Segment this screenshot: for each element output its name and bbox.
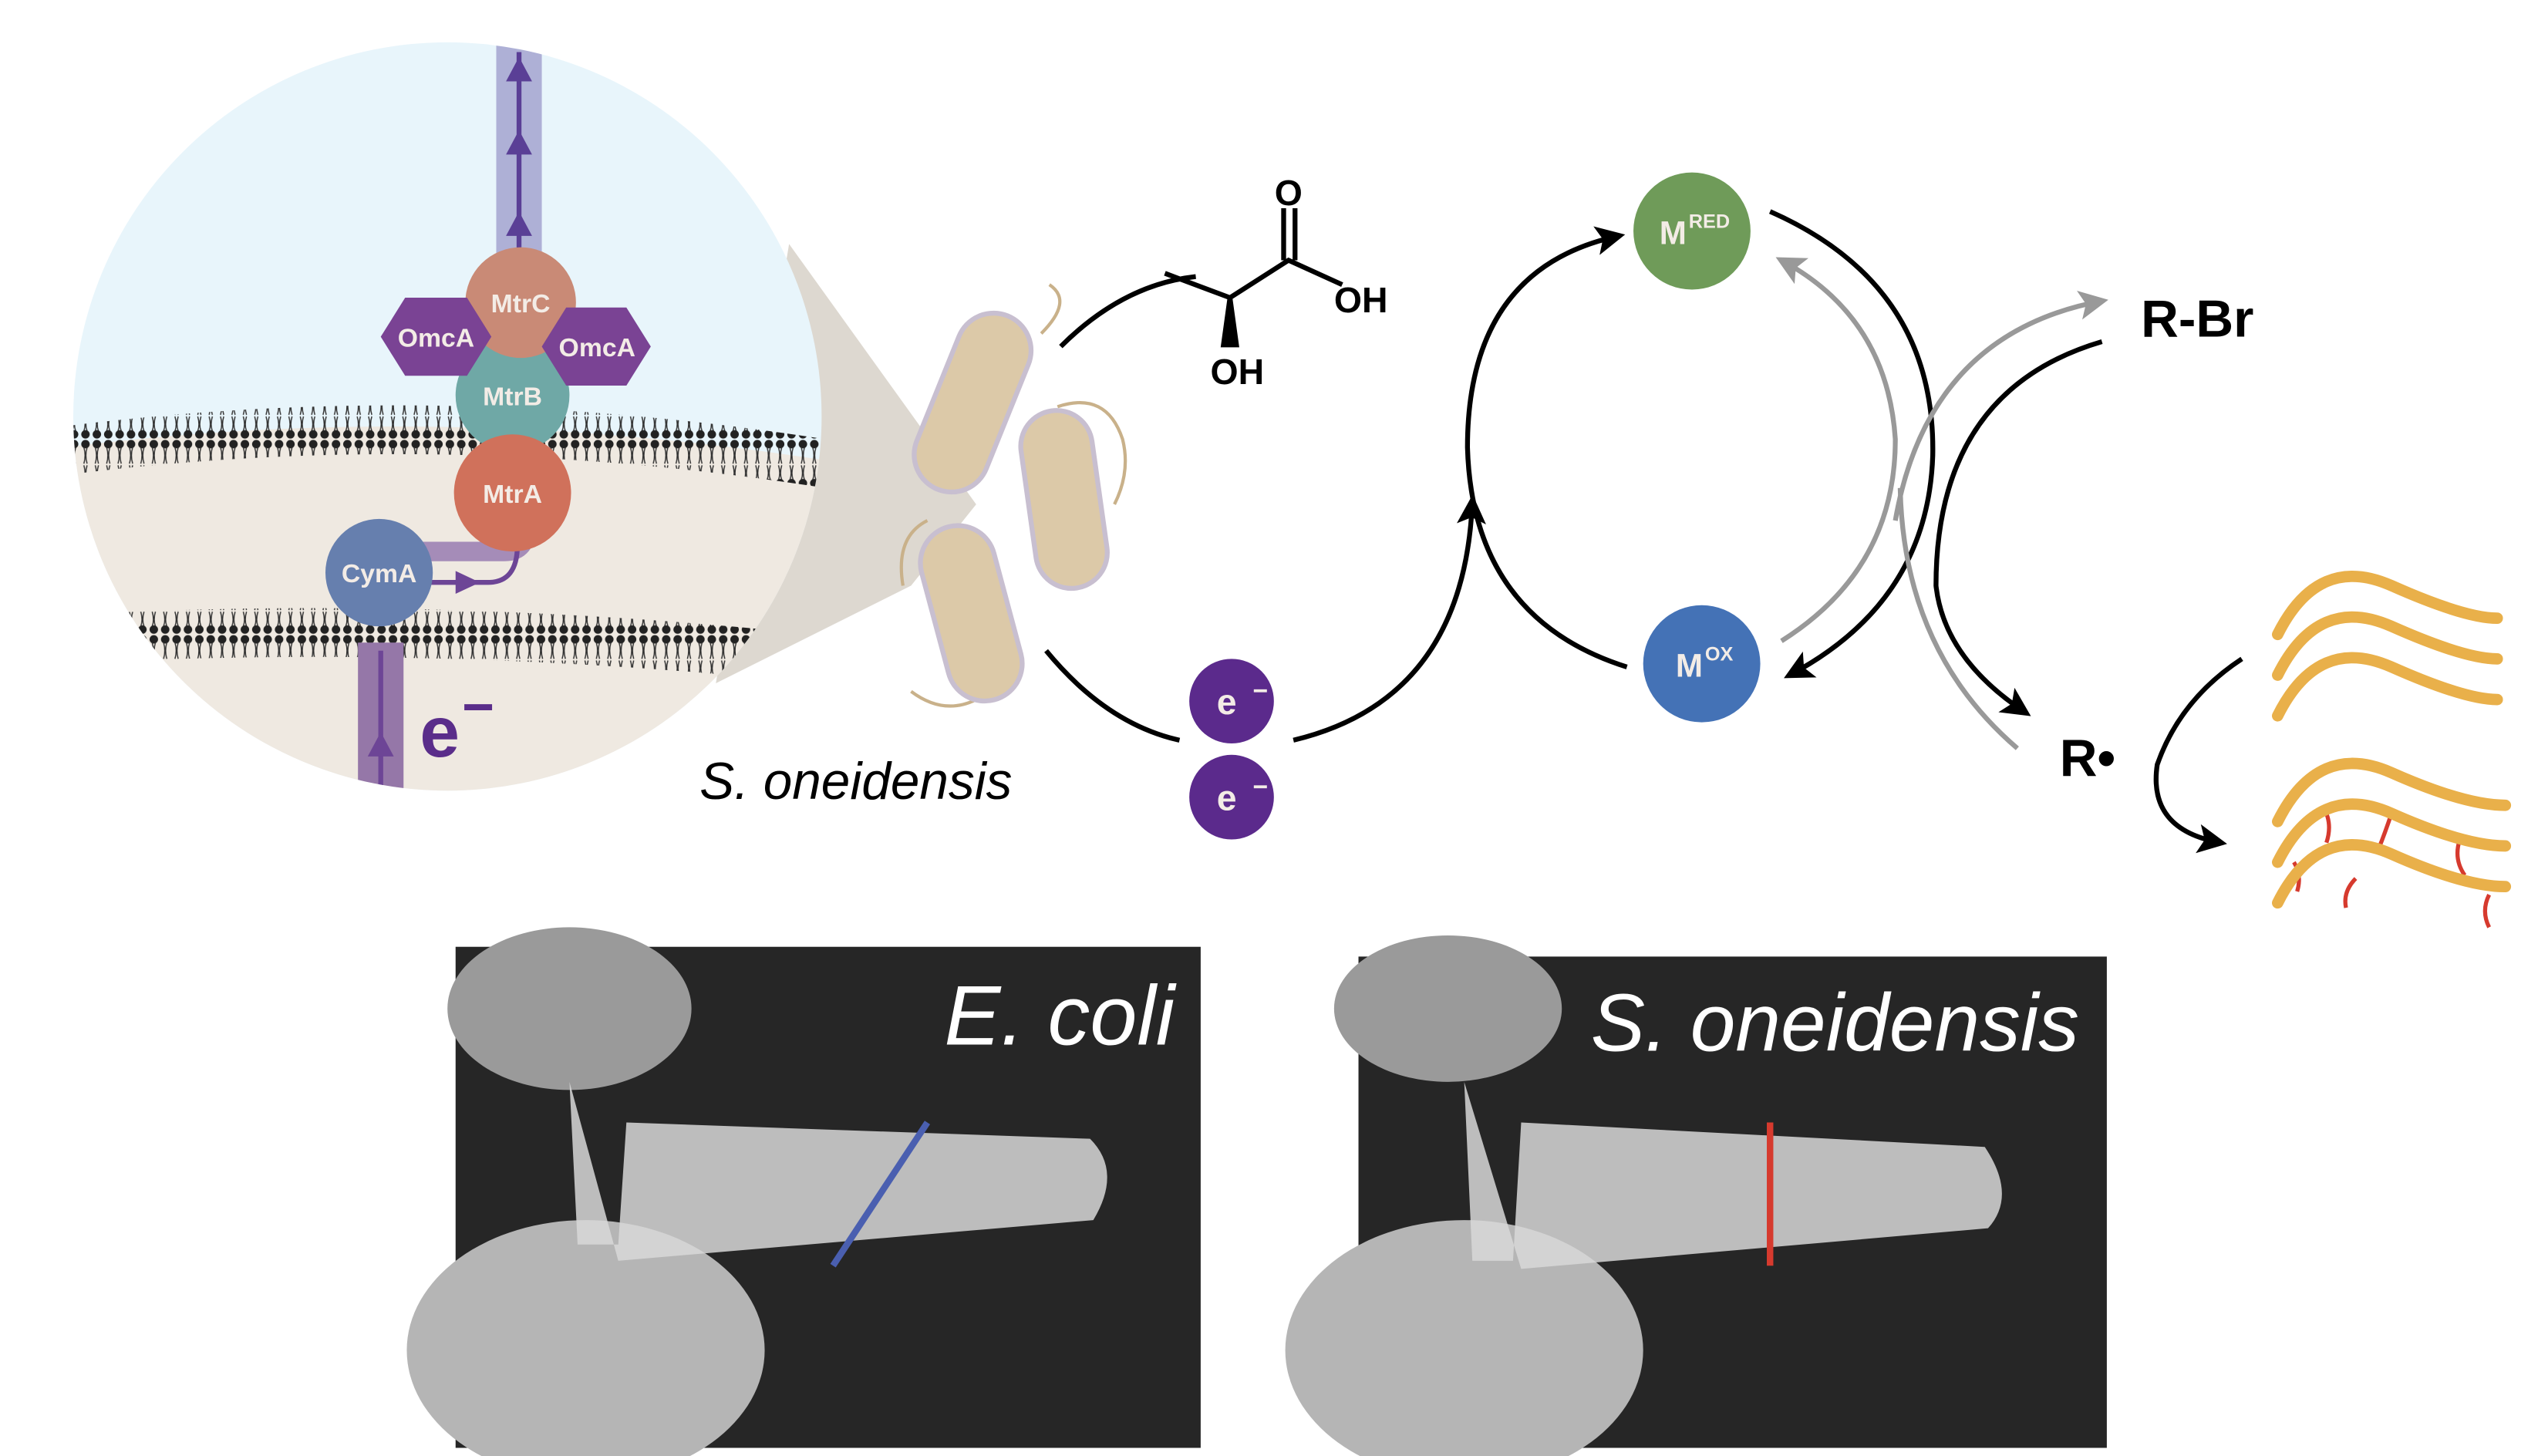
- photo-s-oneidensis: S. oneidensis: [1285, 935, 2107, 1456]
- photo-e-coli: E. coli: [406, 927, 1201, 1456]
- mtra-protein: [453, 434, 571, 552]
- rbr-label: R-Br: [2141, 291, 2253, 349]
- outer-membrane: [73, 405, 822, 492]
- inner-membrane: [73, 608, 822, 687]
- mtra-label: MtrA: [483, 480, 542, 509]
- rbr-regeneration-arrow: [1893, 291, 2108, 521]
- electron-label: e: [1217, 778, 1237, 818]
- electron-label: e: [1217, 682, 1237, 722]
- omca-right-protein: [541, 307, 651, 386]
- electron-label: e: [420, 692, 460, 772]
- lactate-structure: [1164, 208, 1343, 348]
- electron-icon: [1189, 659, 1274, 744]
- omca-left-label: OmcA: [398, 323, 474, 352]
- radical-return-arc: [1897, 487, 2019, 750]
- omca-left-protein: [380, 298, 492, 376]
- electron-release-arc: [1044, 649, 1181, 743]
- mred-base: M: [1660, 214, 1687, 251]
- reduction-arrow: [1464, 226, 1628, 669]
- electron-charge: −: [1252, 773, 1268, 802]
- crosslinking-arrow: [2153, 656, 2243, 854]
- organism-label: S. oneidensis: [699, 753, 1012, 811]
- mtrb-label: MtrB: [483, 382, 542, 411]
- bacterium: [1018, 408, 1110, 592]
- lactate-oh: OH: [1334, 280, 1388, 320]
- mediator-oxidized: [1643, 605, 1761, 723]
- mtrc-protein: [465, 247, 576, 359]
- bacterium: [912, 310, 1034, 495]
- omca-right-label: OmcA: [559, 333, 635, 362]
- oxidation-arrow: [1768, 209, 1936, 679]
- photo-label: E. coli: [944, 969, 1176, 1063]
- reverse-arrow: [1775, 257, 1898, 643]
- mred-sup: RED: [1689, 211, 1730, 232]
- electron-icon: [1189, 754, 1274, 840]
- bacteria-cluster: [899, 283, 1127, 708]
- crosslinked-polymer: [2272, 757, 2512, 929]
- mtrc-label: MtrC: [491, 289, 551, 318]
- mtrb-protein: [455, 338, 570, 453]
- membrane-inset: MtrB MtrC OmcA OmcA MtrA CymA e −: [73, 42, 822, 791]
- photo-label: S. oneidensis: [1591, 979, 2079, 1069]
- electron-charge: −: [462, 676, 494, 738]
- cyma-protein: [325, 518, 433, 627]
- radical-label: R•: [2060, 730, 2115, 787]
- electron-charge: −: [1252, 676, 1268, 706]
- cyma-label: CymA: [342, 559, 417, 588]
- lactate-oh-alpha: OH: [1211, 352, 1265, 392]
- electron-transfer-arrow: [1293, 494, 1486, 743]
- lactate-arc: [1059, 274, 1196, 349]
- lactate-o: O: [1275, 173, 1303, 213]
- mox-base: M: [1676, 648, 1703, 684]
- radical-formation-arrow: [1933, 339, 2103, 716]
- phase-line: [830, 1121, 931, 1268]
- mox-sup: OX: [1705, 643, 1734, 665]
- polymer-chains: [2272, 571, 2503, 722]
- mediator-reduced: [1633, 172, 1751, 290]
- bacterium: [918, 523, 1025, 704]
